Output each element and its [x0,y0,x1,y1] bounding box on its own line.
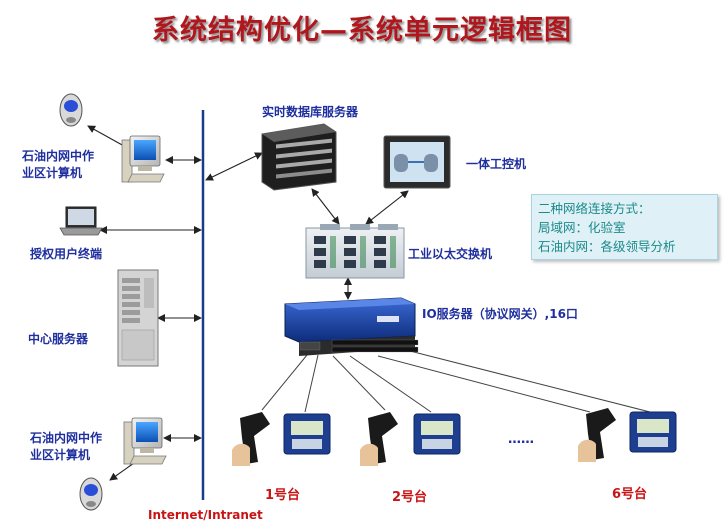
switch-label: 工业以太交换机 [408,247,493,261]
stations-ellipsis: …… [508,432,534,447]
remote-device-top-icon [59,93,83,127]
db-server-icon [261,123,337,191]
station-1-label: 1号台 [265,488,301,503]
io-port-rows [299,339,419,353]
link-backbone-db [205,152,263,181]
connections [87,125,409,481]
info-heading: 二种网络连接方式： [538,201,651,216]
office-pc-bottom-icon [123,417,167,465]
link-db-switch [311,188,340,225]
station-1-meter-icon [283,413,331,455]
station-1-scanner-icon [232,412,270,466]
db-server-label: 实时数据库服务器 [262,105,359,119]
center-server-icon [117,269,159,367]
industrial-pc-icon [383,135,451,189]
industrial-pc-label: 一体工控机 [466,157,527,171]
station-6-meter-icon [629,411,677,453]
station-6-scanner-icon [578,408,616,462]
serial-cables [261,348,651,413]
office-pc-bottom-label: 石油内网中作 业区计算机 [30,431,103,462]
station-6-label: 6号台 [612,487,648,502]
station-2-scanner-icon [360,412,398,466]
office-pc-top-label: 石油内网中作 业区计算机 [22,149,95,180]
io-server-label: IO服务器（协议网关）,16口 [422,307,578,321]
link-pc-switch [365,190,409,225]
switch-icon [305,224,405,279]
office-pc-top-icon [121,135,165,183]
info-line-intranet: 石油内网：各级领导分析 [538,239,676,254]
backbone-label: Internet/Intranet [148,508,263,522]
laptop-icon [59,206,103,236]
link-pc-bottom-remote [109,462,135,481]
info-line-lan: 局域网：化验室 [538,220,626,235]
center-server-label: 中心服务器 [28,332,89,346]
auth-terminal-label: 授权用户终端 [30,247,103,261]
remote-device-bottom-icon [79,477,103,511]
diagram-title: 系统结构优化—系统单元逻辑框图 [152,15,572,46]
link-pc-top-remote [87,125,125,147]
network-info-box: 二种网络连接方式： 局域网：化验室 石油内网：各级领导分析 [531,194,718,260]
station-2-meter-icon [413,413,461,455]
station-2-label: 2号台 [392,490,428,505]
